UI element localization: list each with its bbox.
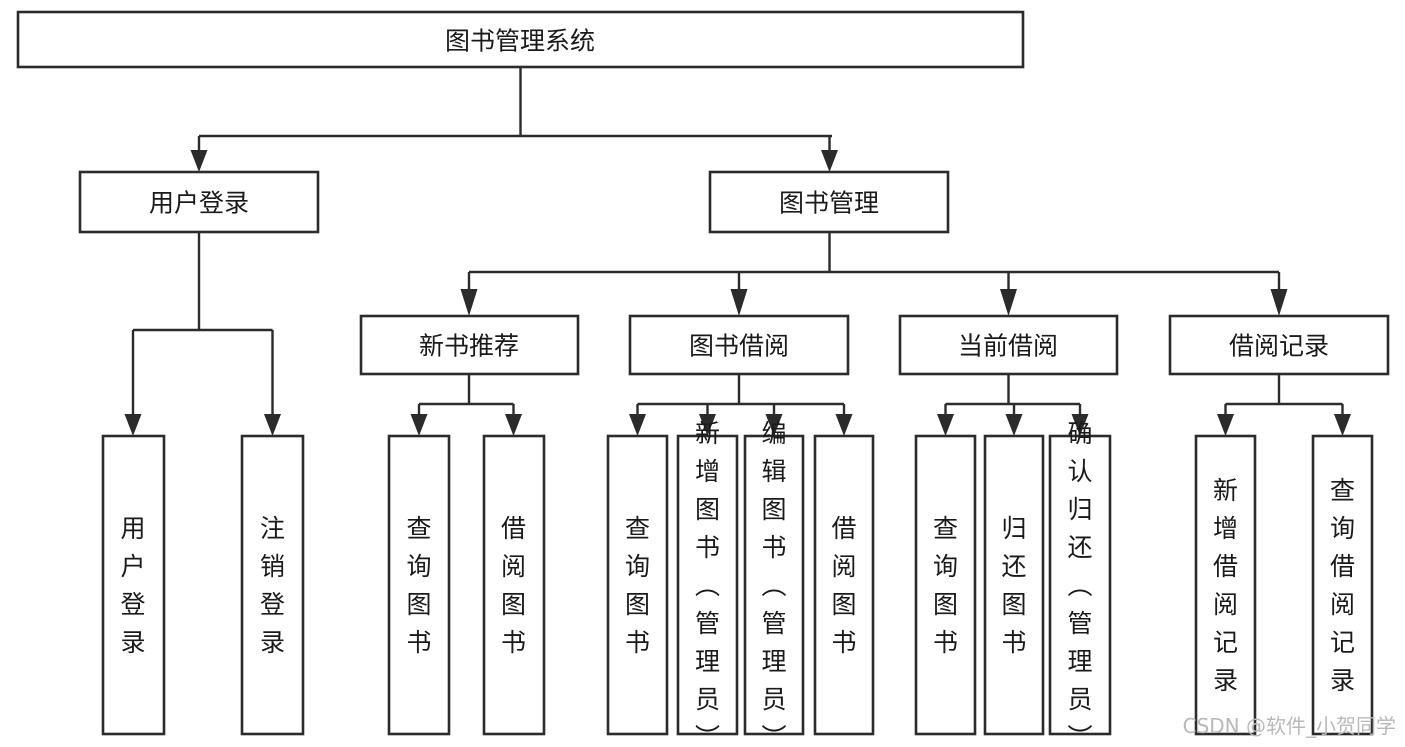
node-leaf-edit-book-box[interactable] [743,434,805,736]
node-leaf-borrow-book-1-box[interactable] [482,434,546,736]
node-leaf-query-book-3-box[interactable] [914,434,977,736]
arrowhead-leaf-edit-book [765,414,783,436]
node-leaf-logout-login-box[interactable] [240,434,305,736]
arrowhead-leaf-borrow-book-1 [505,414,522,436]
node-leaf-query-record[interactable]: 查询借阅记录 [1311,434,1374,736]
node-leaf-logout-login[interactable]: 注销登录 [240,434,305,736]
node-new-book-recommend-box[interactable] [359,314,580,376]
arrowhead-leaf-add-record [1217,414,1234,436]
connector-layer [124,67,1351,436]
node-user-login-box[interactable] [78,170,320,234]
node-leaf-query-book-1[interactable]: 查询图书 [387,434,451,736]
arrowhead-current-borrow [1000,289,1017,316]
node-leaf-query-book-3-label: 查询图书 [933,514,958,657]
node-leaf-user-login[interactable]: 用户登录 [101,434,166,736]
arrowhead-leaf-borrow-book-2 [835,414,853,436]
node-leaf-borrow-book-2-label: 借阅图书 [831,514,856,657]
node-leaf-borrow-book-1[interactable]: 借阅图书 [482,434,546,736]
node-leaf-user-login-label: 用户登录 [120,514,145,657]
arrowhead-leaf-query-record [1334,414,1351,436]
node-leaf-add-book-box[interactable] [676,434,739,736]
node-root-box[interactable] [16,10,1025,69]
node-leaf-add-record[interactable]: 新增借阅记录 [1194,434,1257,736]
node-borrow-record[interactable]: 借阅记录 [1168,314,1390,376]
node-root-label: 图书管理系统 [445,27,595,56]
node-book-borrow-box[interactable] [628,314,850,376]
node-book-borrow-label: 图书借阅 [689,332,789,361]
node-leaf-query-book-2-box[interactable] [606,434,669,736]
arrowhead-borrow-record [1270,289,1288,316]
node-leaf-borrow-book-2[interactable]: 借阅图书 [813,434,875,736]
node-root[interactable]: 图书管理系统 [16,10,1025,69]
arrowhead-leaf-return-book [1005,414,1023,436]
node-leaf-confirm-return-box[interactable] [1048,434,1112,736]
arrowhead-user-login [190,150,208,172]
node-book-manage[interactable]: 图书管理 [708,170,950,234]
arrowhead-book-borrow [730,289,748,316]
node-new-book-recommend[interactable]: 新书推荐 [359,314,580,376]
node-current-borrow-box[interactable] [898,314,1119,376]
node-leaf-add-record-box[interactable] [1194,434,1257,736]
node-leaf-query-book-1-box[interactable] [387,434,451,736]
node-leaf-query-record-box[interactable] [1311,434,1374,736]
arrowhead-leaf-query-book-2 [629,414,646,436]
node-borrow-record-box[interactable] [1168,314,1390,376]
node-user-login-label: 用户登录 [149,189,249,218]
arrowhead-new-book-recommend [460,289,478,316]
node-leaf-query-book-2-label: 查询图书 [625,514,650,657]
node-leaf-edit-book[interactable]: 编辑图书︵管理员︶ [743,419,805,747]
arrowhead-leaf-logout-login [264,414,281,436]
node-borrow-record-label: 借阅记录 [1229,332,1329,361]
node-current-borrow[interactable]: 当前借阅 [898,314,1119,376]
node-book-manage-box[interactable] [708,170,950,234]
arrowhead-leaf-query-book-1 [410,414,428,436]
node-leaf-logout-login-label: 注销登录 [260,514,285,657]
node-leaf-borrow-book-2-box[interactable] [813,434,875,736]
node-leaf-confirm-return[interactable]: 确认归还︵管理员︶ [1048,419,1112,747]
node-leaf-confirm-return-label: 确认归还︵管理员︶ [1067,419,1092,747]
node-leaf-return-book-label: 归还图书 [1001,514,1026,657]
node-current-borrow-label: 当前借阅 [958,332,1058,361]
arrowhead-leaf-add-book [699,414,716,436]
arrowhead-leaf-query-book-3 [937,414,954,436]
csdn-watermark: CSDN @软件_小贺同学 [1183,714,1396,738]
node-leaf-query-book-1-label: 查询图书 [406,514,431,657]
node-leaf-query-book-3[interactable]: 查询图书 [914,434,977,736]
arrowhead-leaf-confirm-return [1071,414,1089,436]
node-leaf-add-record-label: 新增借阅记录 [1213,476,1238,695]
node-new-book-recommend-label: 新书推荐 [419,332,519,361]
arrowhead-book-manage [821,150,838,172]
node-leaf-return-book[interactable]: 归还图书 [983,434,1045,736]
node-book-borrow[interactable]: 图书借阅 [628,314,850,376]
node-user-login[interactable]: 用户登录 [78,170,320,234]
node-leaf-query-book-2[interactable]: 查询图书 [606,434,669,736]
node-leaf-add-book-label: 新增图书︵管理员︶ [695,419,720,747]
node-leaf-add-book[interactable]: 新增图书︵管理员︶ [676,419,739,747]
node-leaf-return-book-box[interactable] [983,434,1045,736]
node-leaf-edit-book-label: 编辑图书︵管理员︶ [761,419,786,747]
arrowhead-leaf-user-login [124,414,142,436]
node-leaf-user-login-box[interactable] [101,434,166,736]
node-leaf-query-record-label: 查询借阅记录 [1330,476,1355,695]
node-leaf-borrow-book-1-label: 借阅图书 [501,514,526,657]
node-book-manage-label: 图书管理 [779,189,879,218]
